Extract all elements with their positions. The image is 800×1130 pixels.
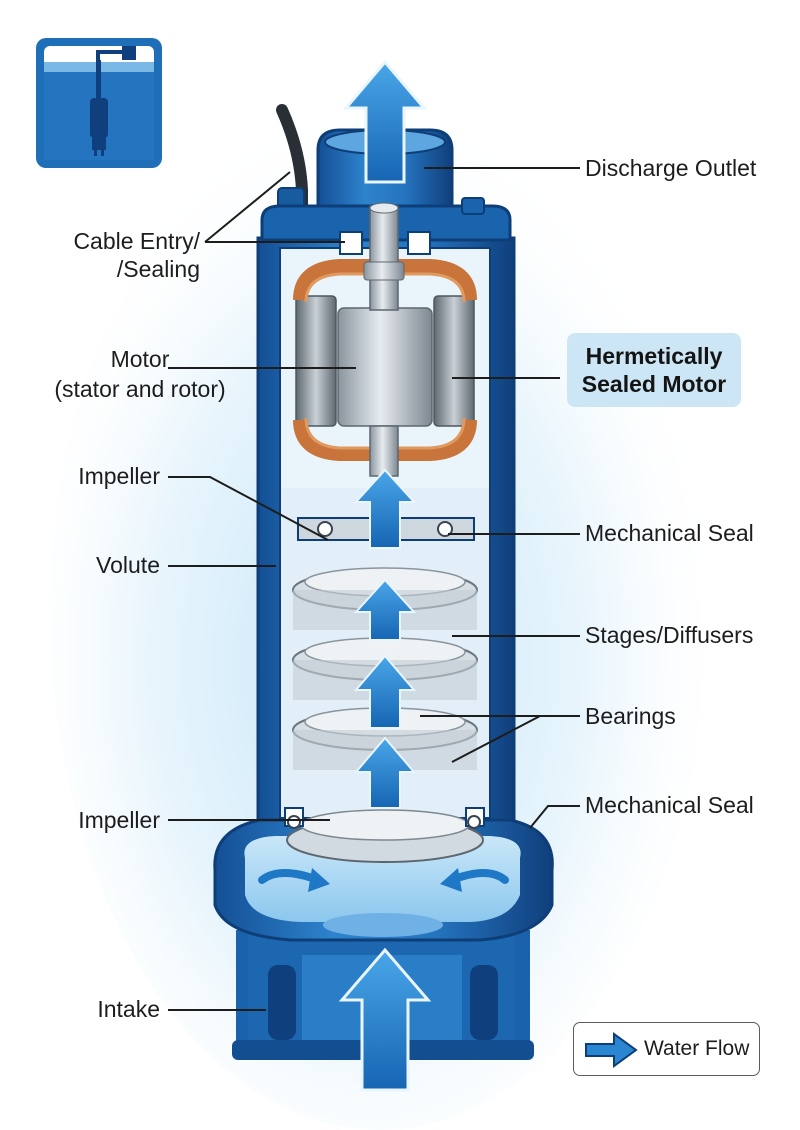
well-pump-icon — [36, 38, 162, 168]
label-impeller-lower: Impeller — [78, 807, 160, 833]
label-intake: Intake — [97, 996, 160, 1022]
label-cable-entry-line1: Cable Entry/ — [73, 228, 200, 254]
callout-line1: Hermetically — [585, 343, 723, 369]
lower-impeller — [284, 807, 485, 863]
leader-lines — [168, 167, 580, 1011]
label-discharge-outlet: Discharge Outlet — [585, 155, 757, 181]
label-mechanical-seal-upper: Mechanical Seal — [585, 520, 754, 546]
label-motor-line2: (stator and rotor) — [54, 376, 226, 402]
label-cable-entry-line2: /Sealing — [116, 256, 200, 282]
label-motor-line1: Motor — [110, 346, 170, 372]
legend-label: Water Flow — [644, 1037, 750, 1060]
hermetically-sealed-motor-callout: Hermetically Sealed Motor — [567, 333, 741, 407]
callout-line2: Sealed Motor — [581, 371, 727, 397]
label-bearings: Bearings — [585, 703, 676, 729]
label-impeller-upper: Impeller — [78, 463, 160, 489]
label-stages-diffusers: Stages/Diffusers — [585, 622, 754, 648]
flow-arrow-icon — [585, 1032, 638, 1068]
legend: Water Flow — [573, 1022, 760, 1076]
label-volute: Volute — [96, 552, 160, 578]
motor-rotor — [337, 202, 433, 477]
flow-arrows — [338, 59, 432, 1092]
label-mechanical-seal-lower: Mechanical Seal — [585, 792, 754, 818]
